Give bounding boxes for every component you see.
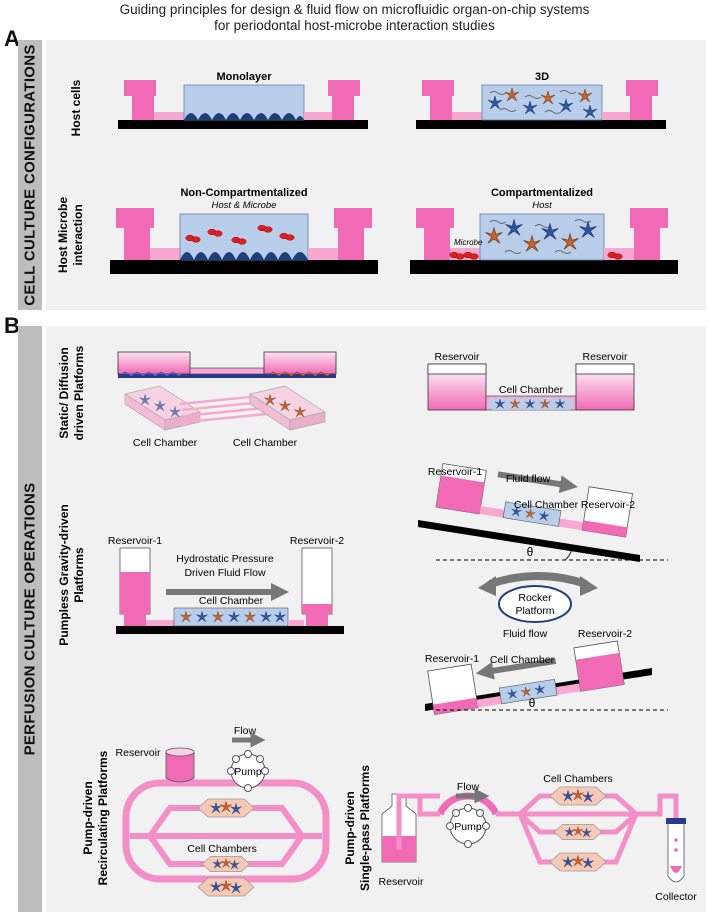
microbe-label: Microbe: [454, 238, 483, 247]
row-label-static-2: driven Platforms: [72, 345, 86, 440]
figure-title: Guiding principles for design & fluid fl…: [0, 2, 709, 34]
static-reservoir-right: Reservoir: [583, 351, 628, 363]
row-label-host-microbe-2: interaction: [71, 204, 85, 265]
recirculating-loop: [122, 732, 330, 896]
recirc-reservoir-label: Reservoir: [116, 747, 161, 759]
title-line-1: Guiding principles for design & fluid fl…: [119, 2, 590, 17]
comp-sub-label: Host: [532, 200, 552, 211]
static-cell-chamber-left: Cell Chamber: [133, 437, 198, 449]
rocker-bottom-fluid-flow: Fluid flow: [503, 628, 548, 640]
rocker-top-chip: [418, 463, 668, 562]
row-label-static-1: Static/ Diffusion: [57, 347, 71, 438]
single-pass-loop: [381, 787, 686, 883]
title-line-2: for periodontal host-microbe interaction…: [214, 18, 495, 33]
recirc-cell-chambers-label: Cell Chambers: [187, 843, 256, 855]
rocker-top-fluid-flow: Fluid flow: [506, 473, 551, 485]
recirc-flow-label: Flow: [234, 725, 257, 737]
three-d-label: 3D: [535, 71, 549, 83]
monolayer-label: Monolayer: [216, 71, 272, 83]
hydro-cell-chamber: Cell Chamber: [199, 595, 264, 607]
rocker-label-1: Rocker: [518, 592, 552, 604]
rocker-top-theta: θ: [527, 545, 534, 559]
single-pump-label: Pump: [454, 821, 482, 833]
static-reservoir-chip: [427, 363, 635, 411]
static-cell-chamber-right: Cell Chamber: [233, 437, 298, 449]
rocker-top-reservoir-2: Reservoir-2: [581, 499, 635, 511]
hydro-label-2: Driven Fluid Flow: [184, 567, 266, 579]
rocker-bottom-cell-chamber: Cell Chamber: [490, 654, 555, 666]
single-cell-chambers-label: Cell Chambers: [543, 773, 612, 785]
row-label-host-microbe-1: Host Microbe: [56, 197, 70, 273]
panel-b-section-bar: PERFUSION CULTURE OPERATIONS: [18, 326, 42, 912]
noncomp-label: Non-Compartmentalized: [180, 187, 307, 199]
rocker-bottom-chip: [425, 640, 668, 715]
single-reservoir-label: Reservoir: [379, 876, 424, 888]
rocker-label-2: Platform: [515, 605, 554, 617]
row-label-recirc-2: Recirculating Platforms: [96, 750, 110, 885]
static-reservoir-left: Reservoir: [435, 351, 480, 363]
monolayer-chip: [118, 80, 368, 129]
noncompartmentalized-chip: [110, 208, 378, 274]
rocker-bottom-reservoir-2: Reservoir-2: [578, 628, 632, 640]
rocker-platform: [478, 572, 598, 623]
rocker-top-reservoir-1: Reservoir-1: [428, 466, 482, 478]
row-label-gravity-2: Platforms: [72, 547, 86, 603]
panel-a-letter: A: [4, 26, 20, 51]
row-label-single-1: Pump-driven: [343, 791, 357, 864]
hydrostatic-chip: [116, 547, 344, 634]
rocker-bottom-theta: θ: [529, 696, 536, 710]
comp-label: Compartmentalized: [491, 187, 593, 199]
single-flow-label: Flow: [457, 781, 480, 793]
three-d-chip: [416, 80, 666, 129]
rocker-bottom-reservoir-1: Reservoir-1: [425, 653, 479, 665]
gravity-reservoir-1: Reservoir-1: [108, 535, 162, 547]
row-label-gravity-1: Pumpless Gravity-driven: [57, 504, 71, 645]
compartmentalized-chip: [410, 208, 678, 274]
recirc-pump-label: Pump: [234, 766, 262, 778]
static-chip: [117, 351, 337, 431]
panel-a-section-bar: CELL CULTURE CONFIGURATIONS: [18, 40, 42, 310]
noncomp-sub-label: Host & Microbe: [212, 200, 277, 211]
hydro-label-1: Hydrostatic Pressure: [176, 553, 274, 565]
rocker-top-cell-chamber: Cell Chamber: [514, 499, 579, 511]
gravity-reservoir-2: Reservoir-2: [290, 535, 344, 547]
row-label-host-cells: Host cells: [69, 79, 83, 136]
single-collector-label: Collector: [655, 891, 697, 903]
row-label-recirc-1: Pump-driven: [81, 781, 95, 854]
row-label-single-2: Single-pass Platforms: [358, 765, 372, 891]
static-cell-chamber-center: Cell Chamber: [499, 384, 564, 396]
panel-b-letter: B: [4, 313, 20, 338]
